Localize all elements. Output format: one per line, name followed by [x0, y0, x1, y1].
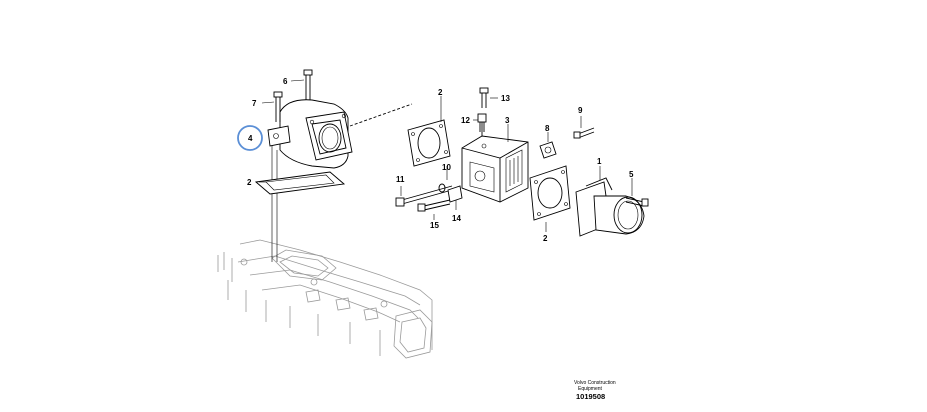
- leader-lines: [259, 79, 633, 232]
- bolt-part-13: [479, 87, 489, 108]
- brand-line-2: Equipment: [578, 386, 603, 392]
- callout-11: 11: [396, 175, 405, 184]
- drawing-number: 1019508: [576, 392, 605, 401]
- elbow-housing-part: [267, 99, 353, 169]
- callout-1: 1: [597, 157, 602, 166]
- callout-7: 7: [252, 99, 257, 108]
- callout-9: 9: [578, 106, 583, 115]
- outlet-pipe-part: [575, 177, 645, 237]
- nut-part-8: [539, 141, 557, 159]
- callout-4: 4: [248, 134, 253, 143]
- bolt-part-7: [273, 91, 283, 122]
- callout-2-right: 2: [543, 234, 548, 243]
- bolt-part-11: [395, 185, 453, 207]
- assembly-leader-line: [271, 142, 278, 262]
- gasket-part-left: [254, 171, 346, 195]
- connection-chain: [349, 103, 413, 127]
- callout-5: 5: [629, 170, 634, 179]
- bolt-part-12: [479, 122, 485, 132]
- screw-part-9: [573, 127, 595, 139]
- nut-part-14: [447, 185, 463, 203]
- callout-8: 8: [545, 124, 550, 133]
- callout-6: 6: [283, 77, 288, 86]
- gasket-part-center: [407, 119, 451, 167]
- callout-12: 12: [461, 116, 470, 125]
- callout-13: 13: [501, 94, 510, 103]
- gasket-part-right: [529, 165, 571, 221]
- callout-3: 3: [505, 116, 510, 125]
- callout-15: 15: [430, 221, 439, 230]
- exhaust-manifold-ghost: [217, 239, 433, 359]
- callout-10: 10: [442, 163, 451, 172]
- bolt-part-6: [303, 69, 313, 100]
- bolt-part-5: [625, 197, 649, 207]
- callout-2-left: 2: [247, 178, 252, 187]
- bolt-part-15: [417, 199, 451, 212]
- valve-housing-part: [461, 113, 529, 203]
- callout-14: 14: [452, 214, 461, 223]
- brand-line-1: Volvo Construction: [574, 380, 616, 386]
- callout-2-center: 2: [438, 88, 443, 97]
- callout-4-highlight: [237, 125, 263, 151]
